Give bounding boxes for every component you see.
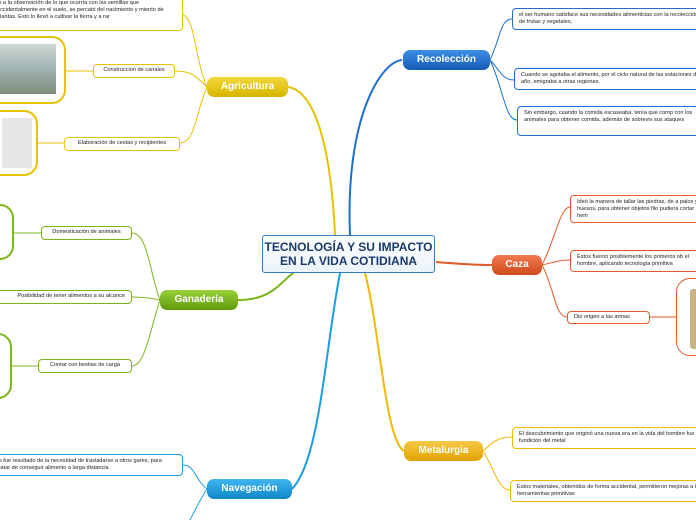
pack-animals-image — [0, 333, 12, 399]
connector-recoleccion — [350, 60, 402, 235]
branch-recoleccion[interactable]: Recolección — [403, 50, 490, 70]
leaf-recoleccion-2[interactable]: Cuando se agotaba el alimento, por el ci… — [514, 68, 696, 90]
animals-image — [0, 204, 14, 260]
leaf-text: Contar con bestias de carga — [50, 362, 120, 368]
leaf-text: El descubrimiento que originó una nueva … — [519, 431, 696, 444]
central-topic-title: TECNOLOGÍA Y SU IMPACTO EN LA VIDA COTID… — [264, 240, 432, 268]
connector-metalurgia — [365, 273, 404, 451]
connector-caza — [436, 262, 492, 265]
leaf-text: Sin embargo, cuando la comida escaseaba,… — [524, 110, 692, 123]
leaf-text: Dio origen a las armas — [574, 314, 630, 320]
leaf-caza-2[interactable]: Estos fueron posiblemente los primeros o… — [570, 250, 696, 272]
leaf-metalurgia-2[interactable]: Estos materiales, obtenidos de forma acc… — [510, 480, 696, 502]
branch-metalurgia[interactable]: Metalurgia — [404, 441, 483, 461]
leaf-recoleccion-3[interactable]: Sin embargo, cuando la comida escaseaba,… — [517, 106, 696, 136]
leaf-navegacion-1[interactable]: to fue resultado de la necesidad de tras… — [0, 454, 183, 476]
leaf-ganaderia-2[interactable]: Posibilidad de tener alimentos a su alca… — [0, 290, 132, 304]
branch-navegacion[interactable]: Navegación — [207, 479, 292, 499]
connector-navegacion — [292, 273, 340, 489]
leaf-text: lo a la observación de lo que ocurría co… — [0, 0, 164, 20]
leaf-caza-1[interactable]: Ideó la manera de tallar las piedras, de… — [570, 195, 696, 223]
leaf-text: Elaboración de cestas y recipientes — [78, 140, 166, 146]
leaf-text: el ser humano satisface sus necesidades … — [519, 12, 696, 25]
leaf-text: Construccion de canales — [103, 67, 164, 73]
leaf-agricultura-2[interactable]: Construccion de canales — [93, 64, 175, 78]
leaf-text: Estos fueron posiblemente los primeros o… — [577, 254, 689, 267]
branch-recoleccion-label: Recolección — [417, 54, 476, 65]
branch-caza[interactable]: Caza — [492, 255, 542, 275]
leaf-text: Cuando se agotaba el alimento, por el ci… — [521, 72, 696, 85]
leaf-agricultura-3[interactable]: Elaboración de cestas y recipientes — [64, 137, 180, 151]
branch-ganaderia[interactable]: Ganadería — [160, 290, 238, 310]
connector-agricultura — [288, 87, 335, 235]
branch-caza-label: Caza — [505, 259, 528, 270]
leaf-recoleccion-1[interactable]: el ser humano satisface sus necesidades … — [512, 8, 696, 30]
branch-navegacion-label: Navegación — [221, 483, 277, 494]
central-topic[interactable]: TECNOLOGÍA Y SU IMPACTO EN LA VIDA COTID… — [262, 235, 435, 273]
canal-image — [0, 36, 66, 104]
branch-agricultura-label: Agricultura — [221, 81, 274, 92]
leaf-text: Estos materiales, obtenidos de forma acc… — [517, 484, 696, 497]
leaf-text: to fue resultado de la necesidad de tras… — [0, 458, 162, 471]
branch-ganaderia-label: Ganadería — [175, 294, 224, 305]
weapons-image — [676, 278, 696, 356]
branch-agricultura[interactable]: Agricultura — [207, 77, 288, 97]
leaf-text: Posibilidad de tener alimentos a su alca… — [17, 293, 125, 299]
leaf-agricultura-1[interactable]: lo a la observación de lo que ocurría co… — [0, 0, 183, 31]
leaf-text: Ideó la manera de tallar las piedras, de… — [577, 199, 696, 219]
branch-metalurgia-label: Metalurgia — [418, 445, 468, 456]
leaf-metalurgia-1[interactable]: El descubrimiento que originó una nueva … — [512, 427, 696, 449]
baskets-image — [0, 110, 38, 176]
leaf-text: Domesticación de animales — [52, 229, 120, 235]
leaf-caza-3[interactable]: Dio origen a las armas — [567, 311, 650, 324]
leaf-ganaderia-3[interactable]: Contar con bestias de carga — [38, 359, 132, 373]
leaf-ganaderia-1[interactable]: Domesticación de animales — [41, 226, 132, 240]
